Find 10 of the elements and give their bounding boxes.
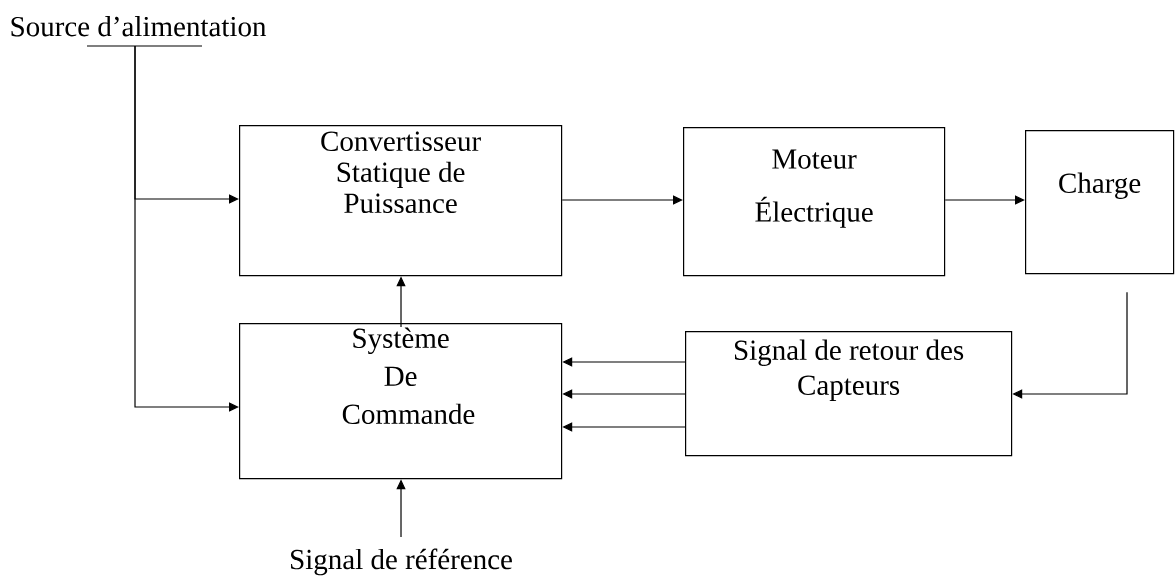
signal-label: Signal de référence — [291, 548, 512, 576]
arrow — [134, 45, 239, 412]
arrow — [561, 195, 683, 205]
process-box: Convertisseur Statique de Puissance — [239, 125, 563, 277]
arrow — [944, 195, 1025, 205]
process-box: Signal de retour des Capteurs — [685, 331, 1013, 457]
process-box: Système De Commande — [239, 323, 563, 480]
process-box: Moteur Électrique — [683, 127, 946, 277]
process-box: Charge — [1025, 130, 1175, 275]
signal-label: Source d’alimentation — [11, 16, 267, 37]
